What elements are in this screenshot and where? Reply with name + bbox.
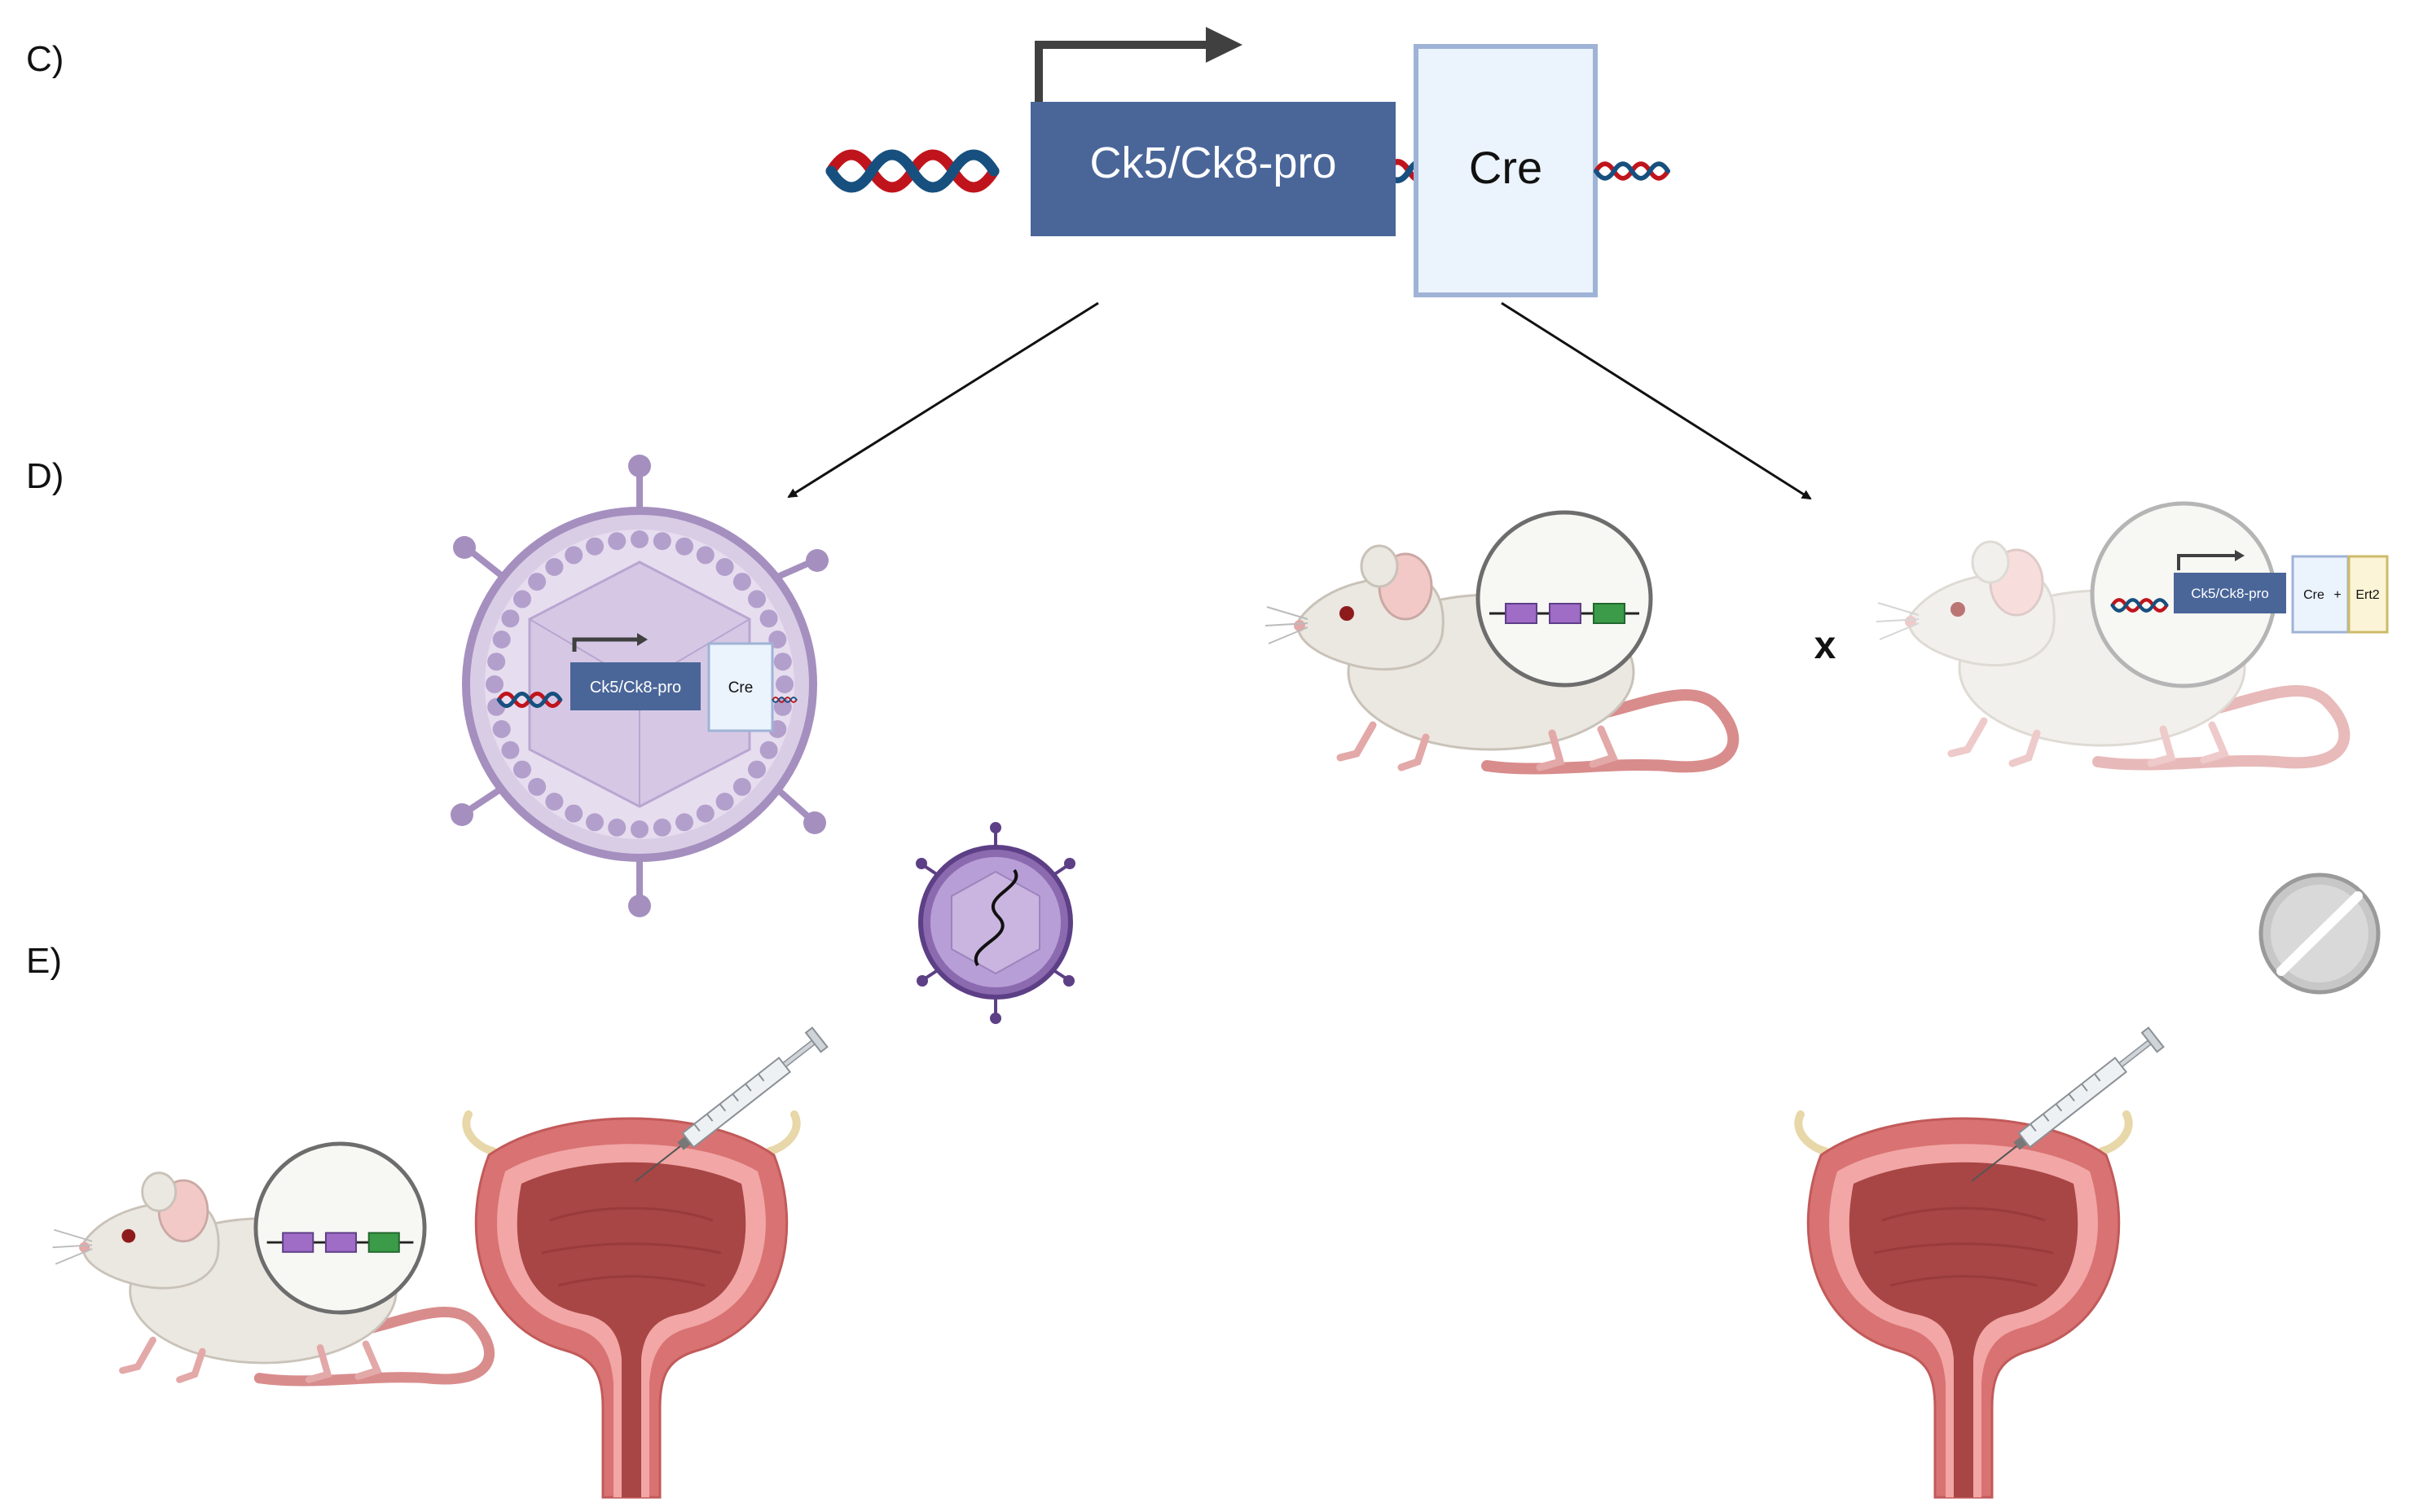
capsid-bead — [528, 777, 547, 796]
plus-sign: + — [2333, 588, 2341, 602]
capsid-bead — [586, 813, 604, 832]
panel-label-e: E) — [26, 941, 62, 981]
capsid-bead — [715, 558, 734, 576]
bladder-icon — [1798, 1114, 2128, 1497]
virus-construct: Ck5/Ck8-pro Cre — [499, 633, 796, 732]
capsid-bead — [675, 813, 693, 832]
capsid-bead — [545, 558, 564, 576]
capsid-bead — [759, 741, 778, 759]
capsid-bead — [513, 590, 531, 609]
capsid-bead — [732, 573, 751, 591]
promoter-box — [1031, 102, 1396, 236]
capsid-bead — [586, 537, 604, 556]
capsid-bead — [513, 760, 531, 779]
capsid-bead — [492, 720, 511, 738]
capsid-bead — [631, 530, 649, 548]
capsid-bead — [528, 573, 547, 591]
tablet-icon — [2258, 872, 2381, 995]
capsid-bead — [696, 546, 715, 565]
cross-symbol: x — [1814, 624, 1836, 667]
transcription-arrow-icon — [1035, 27, 1242, 102]
virus-cre-label: Cre — [728, 679, 754, 697]
capsid-bead — [565, 546, 583, 565]
capsid-bead — [487, 653, 506, 671]
capsid-bead — [653, 532, 671, 551]
capsid-bead — [653, 818, 671, 837]
capsid-bead — [492, 631, 511, 648]
virus-icon — [916, 822, 1075, 1024]
cre-label: Cre — [1469, 142, 1542, 193]
promoter-label: Ck5/Ck8-pro — [1089, 138, 1336, 187]
panel-label-d: D) — [26, 456, 64, 496]
capsid-bead — [631, 820, 649, 838]
capsid-bead — [776, 675, 794, 693]
capsid-bead — [732, 777, 751, 796]
loxp-allele-icon — [1478, 512, 1651, 685]
ert2-label: Ert2 — [2355, 588, 2379, 602]
capsid-bead — [608, 532, 627, 551]
capsid-bead — [501, 741, 520, 759]
capsid-bead — [748, 760, 766, 779]
capsid-bead — [773, 653, 792, 671]
transgenic-promoter-label: Ck5/Ck8-pro — [2191, 586, 2268, 601]
virus-promoter-label: Ck5/Ck8-pro — [590, 679, 681, 697]
capsid-bead — [565, 804, 583, 823]
construct-c: Ck5/Ck8-pro Cre — [831, 27, 1668, 297]
transgenic-construct-inset: Ck5/Ck8-pro Cre + Ert2 — [2090, 501, 2389, 688]
capsid-bead — [748, 590, 766, 609]
capsid-bead — [715, 793, 734, 811]
capsid-bead — [486, 675, 504, 693]
arrow-to-transgenic — [1501, 301, 1812, 500]
cre-box — [1414, 44, 1598, 297]
capsid-bead — [545, 793, 564, 811]
panel-label-c: C) — [26, 39, 64, 79]
capsid-bead — [759, 609, 778, 628]
loxp-allele-icon — [256, 1144, 424, 1312]
capsid-bead — [487, 697, 506, 716]
capsid-bead — [501, 609, 520, 628]
arrow-to-virus — [787, 301, 1099, 499]
capsid-bead — [675, 537, 693, 556]
capsid-bead — [696, 804, 715, 823]
bladder-icon — [466, 1114, 796, 1497]
virus-capsid-beads — [486, 530, 794, 838]
capsid-bead — [608, 818, 627, 837]
transgenic-cre-label: Cre — [2303, 588, 2324, 602]
